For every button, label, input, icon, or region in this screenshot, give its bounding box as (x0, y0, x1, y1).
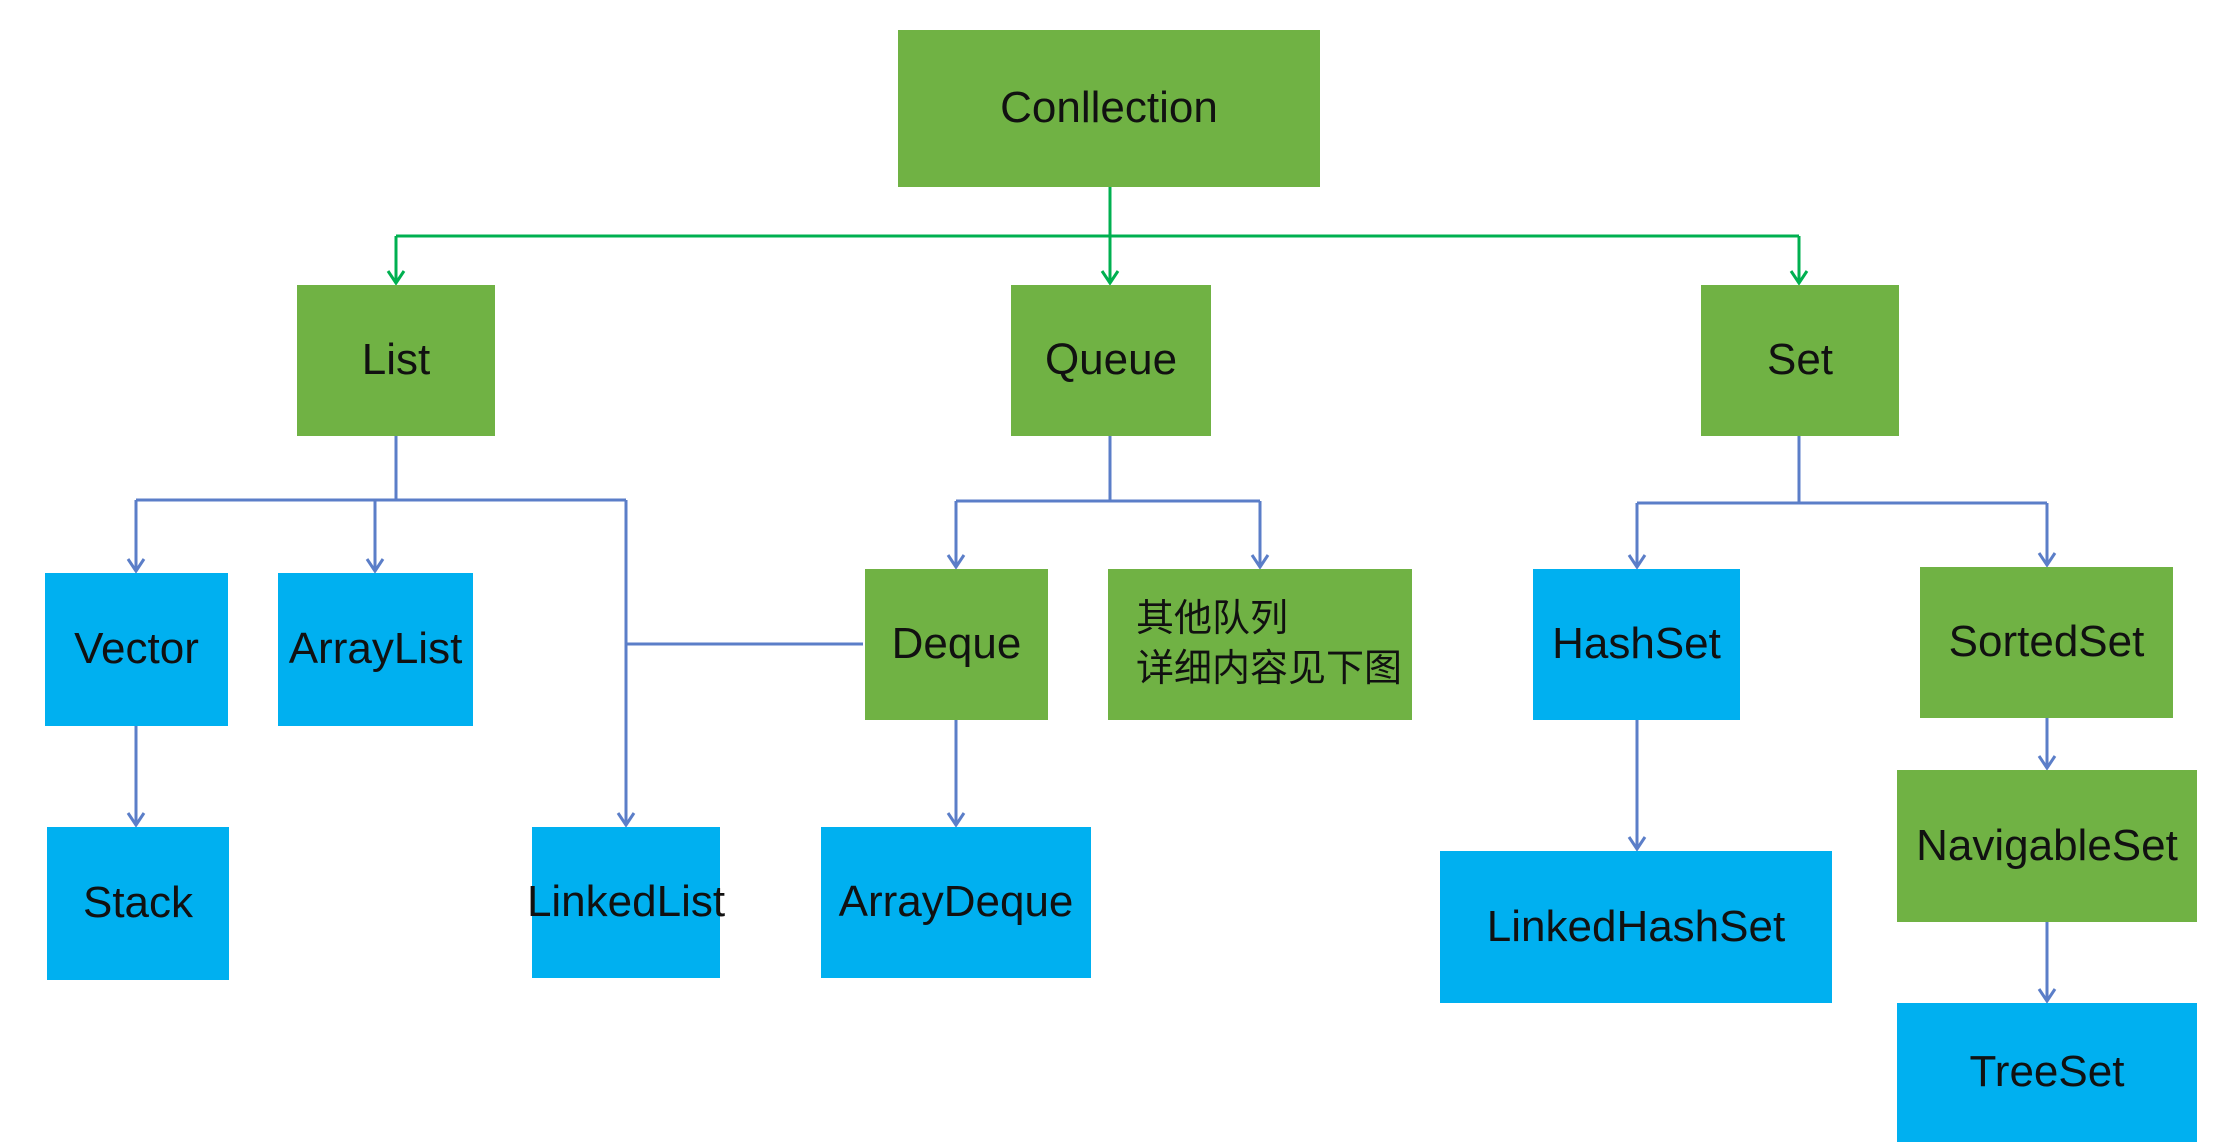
node-navigableset: NavigableSet (1897, 770, 2197, 922)
node-other-queue: 其他队列 详细内容见下图 (1108, 569, 1412, 720)
node-arraylist-label: ArrayList (288, 624, 463, 674)
node-collection: Conllection (898, 30, 1320, 187)
node-vector: Vector (45, 573, 228, 726)
node-sortedset-label: SortedSet (1948, 617, 2145, 667)
node-set: Set (1701, 285, 1899, 436)
node-deque-label: Deque (891, 619, 1022, 669)
node-list: List (297, 285, 495, 436)
node-linkedlist-label: LinkedList (526, 877, 726, 927)
node-treeset: TreeSet (1897, 1003, 2197, 1142)
node-linkedhashset: LinkedHashSet (1440, 851, 1832, 1003)
node-linkedlist: LinkedList (527, 827, 725, 978)
node-stack-label: Stack (82, 878, 194, 928)
node-sortedset: SortedSet (1920, 567, 2173, 718)
node-other-queue-label-line2: 详细内容见下图 (1136, 647, 1403, 690)
node-queue: Queue (1011, 285, 1211, 436)
node-navigableset-label: NavigableSet (1916, 820, 2178, 870)
node-hashset-label: HashSet (1552, 619, 1721, 669)
node-queue-label: Queue (1044, 335, 1178, 385)
node-collection-label: Conllection (1000, 83, 1218, 133)
node-treeset-label: TreeSet (1969, 1047, 2125, 1097)
node-hashset: HashSet (1533, 569, 1740, 720)
node-other-queue-label-line1: 其他队列 (1136, 598, 1289, 641)
node-arraylist: ArrayList (278, 573, 473, 726)
node-vector-label: Vector (74, 624, 199, 674)
node-list-label: List (361, 335, 431, 385)
node-stack: Stack (47, 827, 229, 980)
node-arraydeque-label: ArrayDeque (838, 877, 1074, 927)
node-arraydeque: ArrayDeque (821, 827, 1091, 978)
node-deque: Deque (865, 569, 1048, 720)
node-set-label: Set (1766, 335, 1834, 385)
node-linkedhashset-label: LinkedHashSet (1486, 901, 1786, 951)
